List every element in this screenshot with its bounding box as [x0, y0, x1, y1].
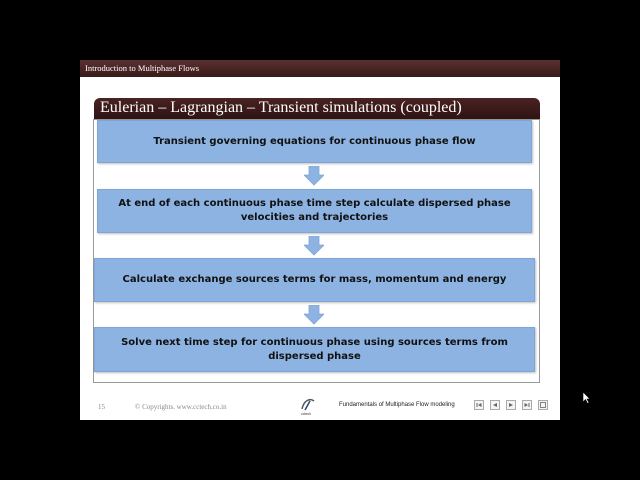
previous-slide-button[interactable] — [490, 400, 500, 410]
slide-title-bar: Eulerian – Lagrangian – Transient simula… — [94, 98, 540, 120]
page-number: 15 — [98, 403, 105, 411]
flow-step-3: Calculate exchange sources terms for mas… — [94, 258, 535, 302]
course-name: Fundamentals of Multiphase Flow modeling — [339, 402, 455, 408]
first-slide-icon — [476, 403, 482, 407]
last-slide-button[interactable] — [522, 400, 532, 410]
previous-slide-icon — [493, 403, 497, 407]
copyright-text: © Copyrights. www.cctech.co.in — [135, 403, 227, 411]
down-arrow-icon — [304, 166, 324, 186]
mouse-cursor-icon — [583, 392, 591, 404]
slide: Introduction to Multiphase Flows Euleria… — [80, 60, 560, 420]
cctech-logo: cctech — [301, 398, 315, 416]
last-slide-icon — [524, 403, 530, 407]
first-slide-button[interactable] — [474, 400, 484, 410]
next-slide-icon — [509, 403, 513, 407]
course-header-bar: Introduction to Multiphase Flows — [80, 60, 560, 77]
down-arrow-icon — [304, 236, 324, 256]
next-slide-button[interactable] — [506, 400, 516, 410]
slide-title: Eulerian – Lagrangian – Transient simula… — [100, 99, 462, 116]
fullscreen-icon — [540, 402, 546, 408]
course-title: Introduction to Multiphase Flows — [85, 63, 200, 73]
flow-step-4: Solve next time step for continuous phas… — [94, 327, 535, 372]
fullscreen-button[interactable] — [538, 400, 548, 410]
logo-text: cctech — [301, 412, 311, 416]
down-arrow-icon — [304, 305, 324, 325]
flow-step-1: Transient governing equations for contin… — [97, 120, 532, 163]
flow-step-2: At end of each continuous phase time ste… — [97, 189, 532, 233]
